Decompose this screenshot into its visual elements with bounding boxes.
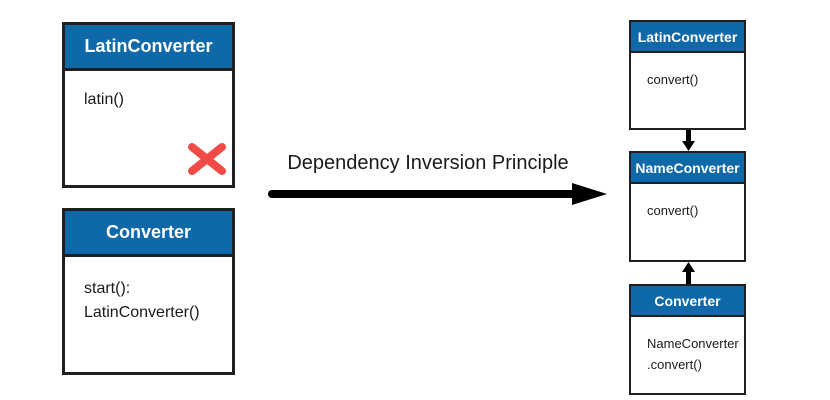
class-title: NameConverter: [635, 159, 740, 176]
method-label: latin(): [84, 91, 125, 108]
class-body: convert(): [631, 53, 744, 128]
method-label: LatinConverter(): [84, 304, 200, 321]
class-box-latinconverter-after: LatinConverter convert(): [629, 20, 746, 130]
class-body: convert(): [631, 184, 744, 260]
right-arrow-icon: [268, 183, 607, 205]
class-box-nameconverter-after: NameConverter convert(): [629, 151, 746, 262]
class-title: LatinConverter: [637, 28, 738, 45]
red-x-icon: [188, 143, 226, 175]
transition-label: Dependency Inversion Principle: [287, 152, 569, 174]
class-body: start(): LatinConverter(): [65, 257, 232, 372]
class-header: NameConverter: [631, 153, 744, 184]
class-header: LatinConverter: [631, 22, 744, 53]
method-label: NameConverter: [647, 336, 739, 351]
class-header: LatinConverter: [65, 25, 232, 71]
class-title: Converter: [654, 292, 721, 309]
class-box-converter-before: Converter start(): LatinConverter(): [62, 208, 235, 375]
method-label: convert(): [647, 203, 699, 218]
class-box-converter-after: Converter NameConverter .convert(): [629, 284, 746, 395]
class-header: Converter: [631, 286, 744, 317]
class-box-latinconverter-before: LatinConverter latin(): [62, 22, 235, 188]
class-title: Converter: [105, 222, 192, 242]
method-label: convert(): [647, 72, 699, 87]
down-arrow-icon: [682, 130, 695, 151]
method-label: start():: [84, 280, 131, 297]
method-label: .convert(): [647, 357, 702, 372]
class-body: latin(): [65, 71, 232, 185]
up-arrow-icon: [682, 262, 695, 284]
class-body: NameConverter .convert(): [631, 317, 744, 393]
class-header: Converter: [65, 211, 232, 257]
class-title: LatinConverter: [84, 36, 213, 56]
